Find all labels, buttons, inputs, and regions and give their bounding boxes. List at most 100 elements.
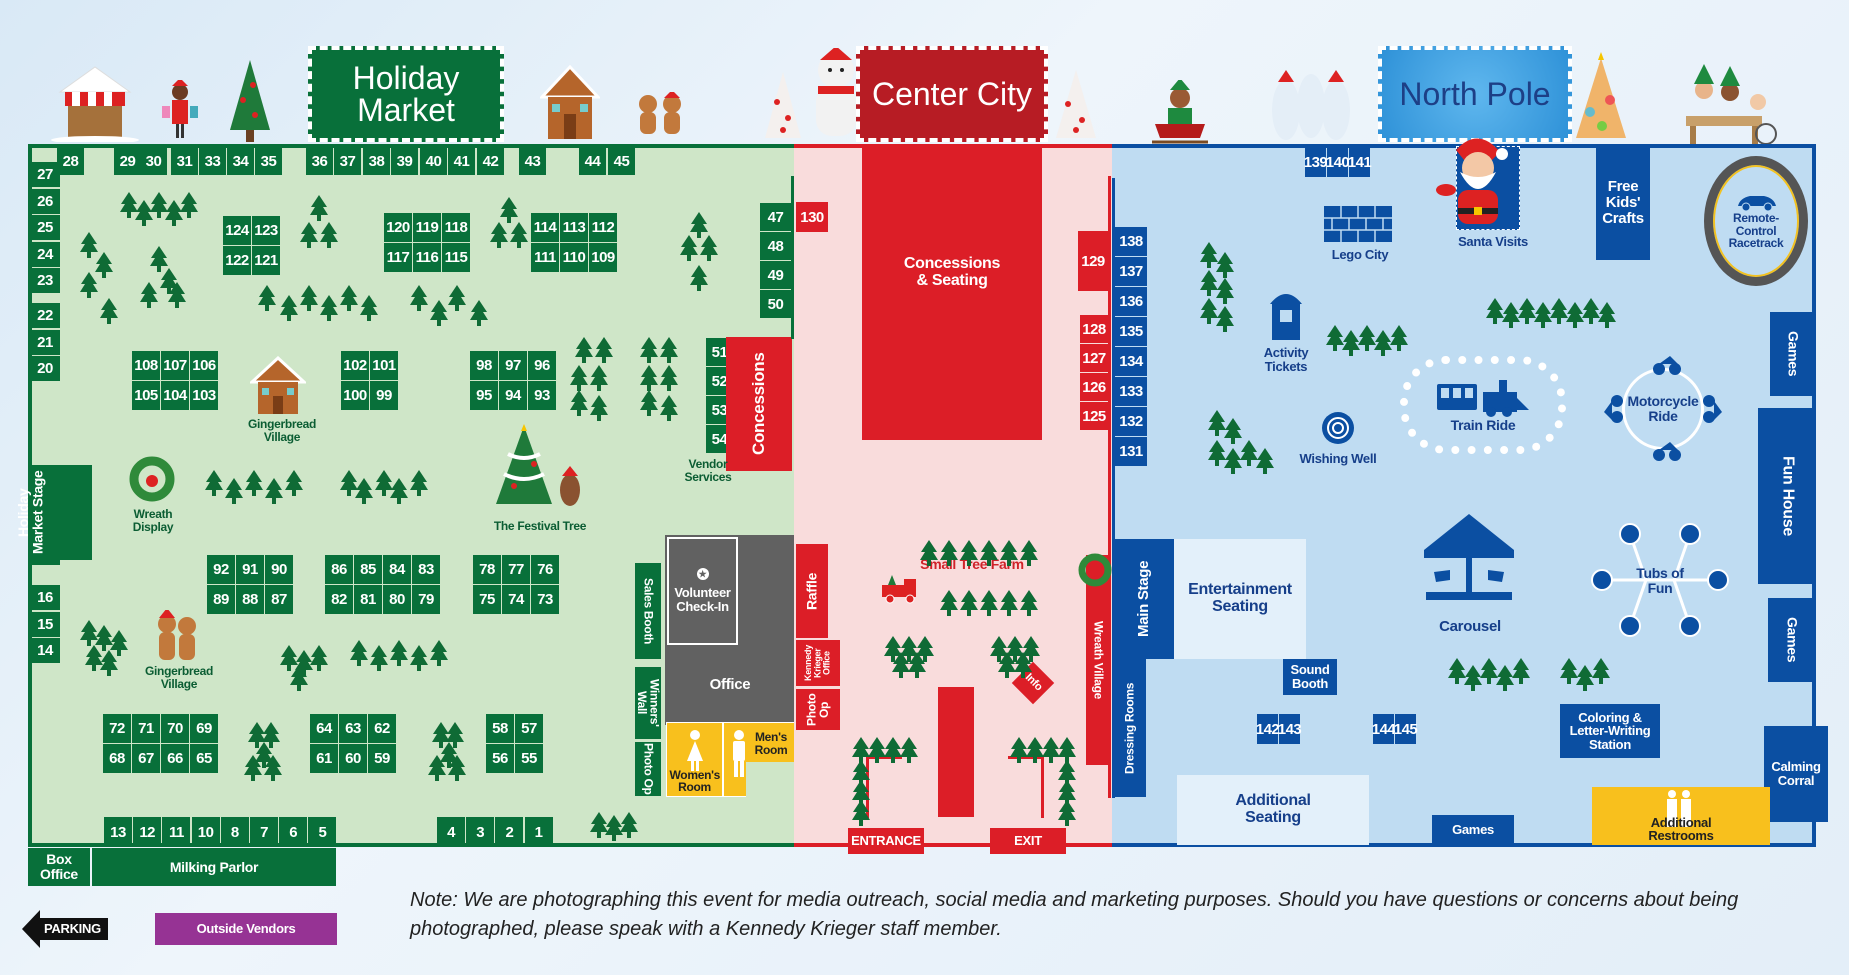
booth-69[interactable]: 69 bbox=[190, 714, 218, 743]
booth-22[interactable]: 22 bbox=[30, 303, 60, 328]
booth-48[interactable]: 48 bbox=[760, 232, 791, 260]
booth-90[interactable]: 90 bbox=[265, 555, 293, 584]
booth-65[interactable]: 65 bbox=[190, 744, 218, 773]
booth-113[interactable]: 113 bbox=[560, 213, 588, 242]
booth-64[interactable]: 64 bbox=[310, 714, 338, 743]
booth-121[interactable]: 121 bbox=[252, 246, 280, 275]
booth-35[interactable]: 35 bbox=[255, 147, 282, 175]
booth-104[interactable]: 104 bbox=[161, 381, 189, 410]
booth-15[interactable]: 15 bbox=[30, 611, 60, 637]
booth-98[interactable]: 98 bbox=[470, 351, 498, 380]
entertainment-seating[interactable]: Entertainment Seating bbox=[1174, 539, 1306, 659]
exit-button[interactable]: EXIT bbox=[990, 828, 1066, 854]
booth-30[interactable]: 30 bbox=[140, 147, 167, 175]
parking-sign[interactable]: PARKING bbox=[22, 910, 108, 948]
booth-76[interactable]: 76 bbox=[531, 555, 559, 584]
booth-108[interactable]: 108 bbox=[132, 351, 160, 380]
milking-parlor[interactable]: Milking Parlor bbox=[92, 848, 336, 886]
train-ride[interactable]: Train Ride bbox=[1400, 356, 1566, 454]
booth-60[interactable]: 60 bbox=[339, 744, 367, 773]
booth-44[interactable]: 44 bbox=[579, 147, 606, 175]
booth-139[interactable]: 139 bbox=[1304, 147, 1328, 177]
booth-89[interactable]: 89 bbox=[207, 585, 235, 614]
rc-racetrack[interactable]: Remote-Control Racetrack bbox=[1704, 156, 1808, 286]
booth-11[interactable]: 11 bbox=[162, 817, 191, 847]
booth-95[interactable]: 95 bbox=[470, 381, 498, 410]
booth-26[interactable]: 26 bbox=[30, 188, 60, 214]
booth-96[interactable]: 96 bbox=[528, 351, 556, 380]
photo-op-green[interactable]: Photo Op bbox=[635, 742, 661, 796]
booth-99[interactable]: 99 bbox=[370, 381, 398, 410]
booth-42[interactable]: 42 bbox=[477, 147, 504, 175]
booth-63[interactable]: 63 bbox=[339, 714, 367, 743]
volunteer-check-in[interactable]: ★ Volunteer Check-In bbox=[667, 537, 738, 645]
booth-23[interactable]: 23 bbox=[30, 268, 60, 293]
outside-vendors-legend[interactable]: Outside Vendors bbox=[155, 913, 337, 945]
booth-8[interactable]: 8 bbox=[220, 817, 249, 847]
booth-97[interactable]: 97 bbox=[499, 351, 527, 380]
concessions-seating[interactable]: Concessions & Seating bbox=[862, 146, 1042, 440]
booth-75[interactable]: 75 bbox=[473, 585, 501, 614]
booth-132[interactable]: 132 bbox=[1115, 407, 1147, 436]
winners-wall[interactable]: Winners' Wall bbox=[635, 667, 662, 739]
booth-45[interactable]: 45 bbox=[608, 147, 635, 175]
booth-25[interactable]: 25 bbox=[30, 215, 60, 240]
main-stage[interactable]: Main Stage bbox=[1114, 539, 1174, 659]
motorcycle-ride[interactable]: Motorcycle Ride bbox=[1622, 368, 1704, 450]
booth-70[interactable]: 70 bbox=[161, 714, 189, 743]
booth-28[interactable]: 28 bbox=[57, 147, 84, 175]
booth-56[interactable]: 56 bbox=[486, 744, 514, 773]
booth-106[interactable]: 106 bbox=[190, 351, 218, 380]
additional-restrooms[interactable]: Additional Restrooms bbox=[1592, 787, 1770, 845]
booth-59[interactable]: 59 bbox=[368, 744, 396, 773]
booth-34[interactable]: 34 bbox=[227, 147, 254, 175]
booth-110[interactable]: 110 bbox=[560, 243, 588, 272]
booth-101[interactable]: 101 bbox=[370, 351, 398, 380]
booth-137[interactable]: 137 bbox=[1115, 257, 1147, 286]
booth-145[interactable]: 145 bbox=[1394, 714, 1418, 744]
booth-82[interactable]: 82 bbox=[325, 585, 353, 614]
booth-134[interactable]: 134 bbox=[1115, 347, 1147, 376]
booth-68[interactable]: 68 bbox=[103, 744, 131, 773]
booth-50[interactable]: 50 bbox=[760, 290, 791, 318]
calming-corral[interactable]: Calming Corral bbox=[1764, 726, 1828, 822]
booth-94[interactable]: 94 bbox=[499, 381, 527, 410]
booth-77[interactable]: 77 bbox=[502, 555, 530, 584]
booth-4[interactable]: 4 bbox=[437, 817, 465, 847]
booth-6[interactable]: 6 bbox=[279, 817, 308, 847]
booth-62[interactable]: 62 bbox=[368, 714, 396, 743]
games-booth-1[interactable]: Games bbox=[1770, 312, 1816, 396]
booth-36[interactable]: 36 bbox=[306, 147, 333, 175]
booth-81[interactable]: 81 bbox=[354, 585, 382, 614]
raffle-booth[interactable]: Raffle bbox=[796, 544, 828, 638]
booth-86[interactable]: 86 bbox=[325, 555, 353, 584]
booth-78[interactable]: 78 bbox=[473, 555, 501, 584]
booth-5[interactable]: 5 bbox=[308, 817, 337, 847]
booth-133[interactable]: 133 bbox=[1115, 377, 1147, 406]
booth-79[interactable]: 79 bbox=[412, 585, 440, 614]
dressing-rooms[interactable]: Dressing Rooms bbox=[1114, 659, 1146, 797]
games-booth-3[interactable]: Games bbox=[1432, 815, 1514, 845]
booth-43[interactable]: 43 bbox=[519, 147, 546, 175]
booth-141[interactable]: 141 bbox=[1348, 147, 1372, 177]
booth-80[interactable]: 80 bbox=[383, 585, 411, 614]
booth-144[interactable]: 144 bbox=[1372, 714, 1396, 744]
booth-92[interactable]: 92 bbox=[207, 555, 235, 584]
box-office[interactable]: Box Office bbox=[28, 848, 90, 886]
photo-op-red[interactable]: Photo Op bbox=[796, 689, 840, 730]
booth-40[interactable]: 40 bbox=[420, 147, 447, 175]
booth-116[interactable]: 116 bbox=[413, 243, 441, 272]
additional-seating[interactable]: Additional Seating bbox=[1177, 775, 1369, 845]
booth-118[interactable]: 118 bbox=[442, 213, 470, 242]
booth-85[interactable]: 85 bbox=[354, 555, 382, 584]
booth-67[interactable]: 67 bbox=[132, 744, 160, 773]
booth-66[interactable]: 66 bbox=[161, 744, 189, 773]
womens-room[interactable]: Women's Room bbox=[666, 722, 723, 797]
wreath-village[interactable]: Wreath Village bbox=[1086, 555, 1110, 765]
booth-47[interactable]: 47 bbox=[760, 203, 791, 231]
booth-10[interactable]: 10 bbox=[191, 817, 220, 847]
coloring-station[interactable]: Coloring & Letter-Writing Station bbox=[1560, 704, 1660, 758]
booth-126[interactable]: 126 bbox=[1080, 373, 1108, 401]
booth-58[interactable]: 58 bbox=[486, 714, 514, 743]
holiday-market-stage[interactable]: Holiday Market Stage bbox=[15, 465, 92, 560]
